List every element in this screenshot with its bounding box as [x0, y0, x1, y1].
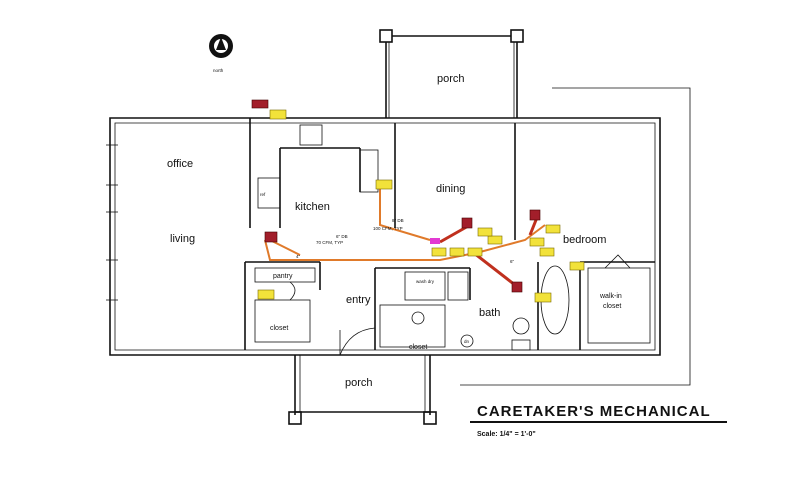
duct-label-4: 4" [296, 254, 301, 259]
duct-label-6: 6" [510, 259, 515, 264]
duct-label-70cfm: 70 CFM, TYP [316, 240, 343, 245]
entry-door [339, 327, 376, 356]
walk-in-closet [587, 254, 651, 344]
room-label-living: living [170, 233, 195, 245]
duct-label-100cfm: 100 CFM, TYP [373, 226, 403, 231]
kitchen-fixtures [257, 124, 379, 209]
room-label-bath: bath [479, 307, 500, 319]
bath-fixtures [379, 265, 570, 351]
room-label-pantry: pantry [273, 273, 293, 280]
closet-pantry [254, 267, 316, 343]
drawing-title: CARETAKER'S MECHANICAL [477, 403, 711, 420]
drawing-scale: Scale: 1/4" = 1'-0" [477, 431, 536, 438]
room-label-porch-top: porch [437, 73, 465, 85]
room-label-closet-bath: closet [409, 344, 427, 351]
duct-runs [264, 185, 546, 287]
porch-bottom [288, 355, 437, 425]
room-label-walk-in-1: walk-in [599, 293, 622, 300]
duct-label-6db: 6" DB [336, 234, 348, 239]
equipment-tags [257, 109, 585, 303]
room-label-entry: entry [346, 294, 371, 306]
porch-top [379, 29, 524, 118]
room-label-porch-bottom: porch [345, 377, 373, 389]
windows-left [106, 144, 118, 301]
exterior-walls [109, 117, 661, 356]
dn-label: dn [464, 339, 470, 344]
hvac-units [251, 99, 541, 293]
room-label-kitchen: kitchen [295, 201, 330, 213]
room-label-dining: dining [436, 183, 465, 195]
room-label-bedroom: bedroom [563, 234, 606, 246]
room-label-office: office [167, 158, 193, 170]
sheet-border [460, 87, 691, 386]
wash-dry-label: wash dry [416, 279, 435, 284]
room-label-closet-left: closet [270, 325, 288, 332]
ref-label: ref [260, 192, 266, 197]
duct-label-8db: 8" DB [392, 218, 404, 223]
north-arrow-icon [209, 34, 233, 58]
room-label-walk-in-2: closet [603, 303, 621, 310]
north-label: north [213, 68, 224, 73]
